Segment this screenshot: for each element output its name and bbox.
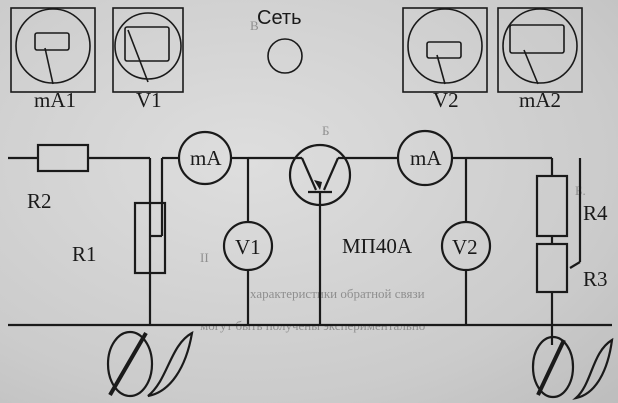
voltmeter-right: V2 xyxy=(440,220,492,272)
ghost-text-4: II xyxy=(200,250,209,265)
ghost-text-1: Б xyxy=(322,123,329,138)
voltmeter-right-label: V2 xyxy=(452,235,478,259)
right-adjust-knob xyxy=(531,335,614,400)
mains-switch: Сеть xyxy=(257,7,303,74)
meter-ma2: mA2 xyxy=(497,7,583,112)
mains-label: Сеть xyxy=(257,7,301,29)
meter-ma2-label: mA2 xyxy=(519,88,561,112)
voltmeter-left: V1 xyxy=(222,220,274,272)
ammeter-right: mA xyxy=(396,129,454,187)
meter-ma1: mA1 xyxy=(10,7,96,112)
ammeter-left-label: mA xyxy=(190,146,222,170)
transistor-label: МП40А xyxy=(342,234,413,258)
resistor-r4-label: R4 xyxy=(583,201,608,225)
ghost-text-5: характеристики обратной связи xyxy=(250,286,425,301)
meter-ma1-label: mA1 xyxy=(34,88,76,112)
resistor-r4: R4 xyxy=(535,174,608,238)
resistor-r2: R2 xyxy=(27,143,90,213)
meter-v2-label: V2 xyxy=(433,88,459,112)
resistor-r1-label: R1 xyxy=(72,242,97,266)
transistor: МП40А xyxy=(288,143,413,258)
resistor-r2-label: R2 xyxy=(27,189,52,213)
resistor-r1: R1 xyxy=(72,201,167,275)
circuit-wires xyxy=(8,156,612,345)
meter-v1: V1 xyxy=(112,7,184,112)
meter-v1-label: V1 xyxy=(136,88,162,112)
voltmeter-left-label: V1 xyxy=(235,235,261,259)
ammeter-right-label: mA xyxy=(410,146,442,170)
ammeter-left: mA xyxy=(177,130,233,186)
resistor-r3: R3 xyxy=(535,236,608,294)
resistor-r3-label: R3 xyxy=(583,267,608,291)
left-adjust-knob xyxy=(106,330,194,398)
ghost-text-3: В xyxy=(250,18,259,33)
meter-v2: V2 xyxy=(402,7,488,112)
background-text: Б Б. В II характеристики обратной связи … xyxy=(200,18,586,333)
